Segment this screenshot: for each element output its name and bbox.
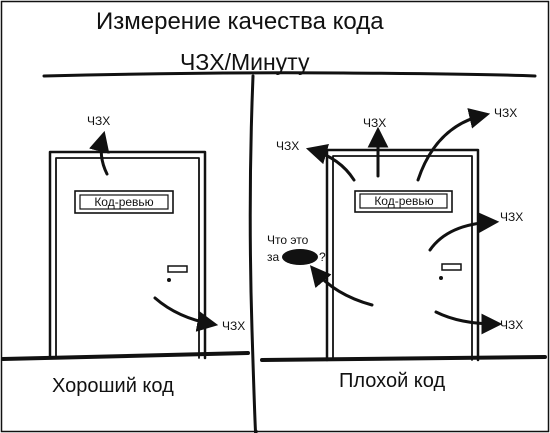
speech-line-2-prefix: за (267, 250, 280, 264)
bad-arrow-right-upper (428, 212, 500, 252)
bad-arrow-top-left (305, 143, 356, 182)
bad-sign-label: Код-ревью (374, 194, 433, 208)
bad-door-frame (325, 148, 480, 362)
bad-arrow-right-lower (434, 310, 503, 335)
bad-wtf-right-upper: ЧЗХ (500, 210, 523, 224)
speech-line-1: Что это (267, 233, 309, 247)
good-code-panel: Код-ревью ЧЗХ ЧЗХ Хороший код (1, 114, 250, 397)
bad-sign-plate (359, 193, 448, 209)
good-arrow-top (89, 130, 110, 176)
bad-wtf-right-lower: ЧЗХ (500, 318, 523, 332)
good-door (55, 157, 200, 359)
good-wtf-bottom: ЧЗХ (222, 319, 245, 333)
good-wtf-top: ЧЗХ (87, 114, 110, 128)
bad-arrow-left (309, 265, 374, 307)
good-sign-plate (79, 194, 169, 210)
good-floor (1, 351, 250, 361)
bad-door-handle (441, 263, 462, 271)
good-door-handle (167, 265, 188, 273)
speech-line-2-suffix: ? (319, 250, 326, 264)
bad-keyhole (439, 276, 443, 280)
good-arrow-bottom (153, 296, 219, 332)
comic-subtitle: ЧЗХ/Минуту (180, 49, 310, 75)
header-divider (42, 71, 537, 78)
good-keyhole (167, 278, 171, 282)
good-sign-label: Код-ревью (94, 195, 153, 209)
good-door-frame (48, 150, 207, 360)
good-code-caption: Хороший код (52, 375, 174, 397)
bad-door (332, 155, 473, 361)
bad-code-panel: Код-ревью ЧЗХ ЧЗХ ЧЗХ ЧЗХ ЧЗХ Что это за… (260, 106, 547, 392)
bad-code-caption: Плохой код (339, 370, 445, 392)
censored-blob (282, 249, 318, 265)
bad-wtf-top-right: ЧЗХ (494, 106, 517, 120)
bad-wtf-top-middle: ЧЗХ (363, 116, 386, 130)
bad-wtf-top-left: ЧЗХ (276, 139, 299, 153)
panel-divider (248, 74, 258, 433)
bad-floor (260, 355, 547, 362)
comic-title: Измерение качества кода (96, 8, 384, 35)
bad-arrow-top-right (416, 108, 491, 182)
